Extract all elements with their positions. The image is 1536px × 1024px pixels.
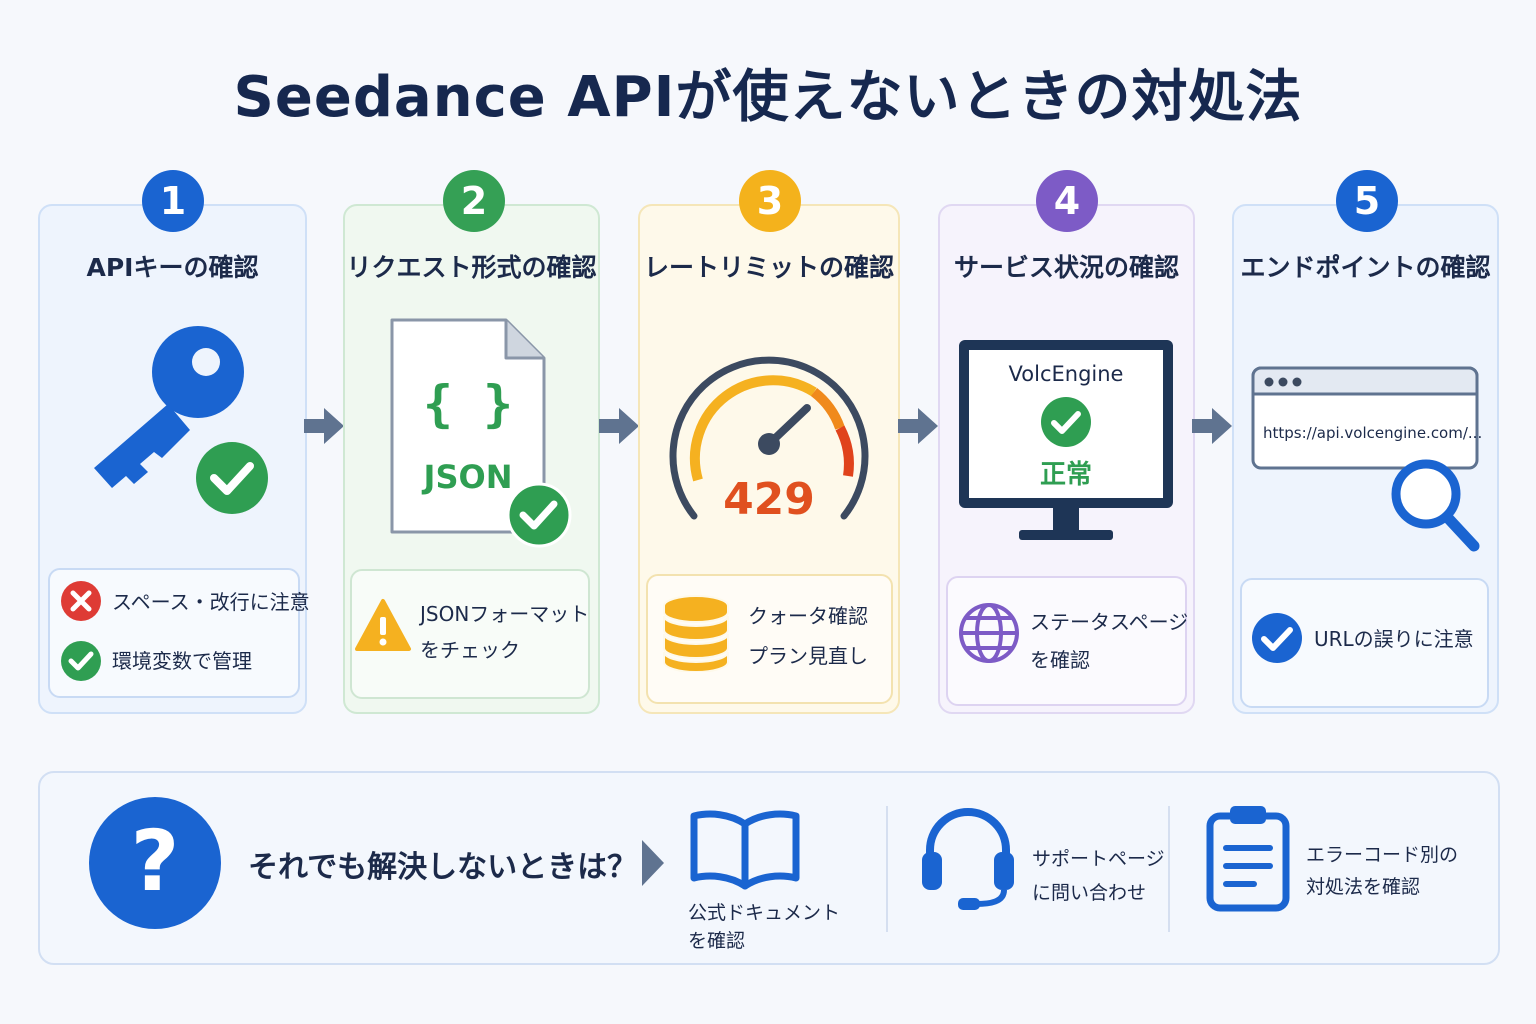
step-4-tip-2: を確認 xyxy=(1030,648,1090,672)
help-support-line-1: サポートページ xyxy=(1032,848,1165,870)
step-3-badge: 3 xyxy=(739,170,801,232)
monitor-status: 正常 xyxy=(1039,460,1092,490)
step-2-tip-1: JSONフォーマット xyxy=(420,602,590,626)
step-3-tip-1: クォータ確認 xyxy=(748,604,868,628)
help-docs-line-1: 公式ドキュメント xyxy=(688,902,841,924)
step-4-badge: 4 xyxy=(1036,170,1098,232)
check-badge-icon xyxy=(506,482,572,548)
monitor-title: VolcEngine xyxy=(1008,362,1124,386)
magnifier-icon xyxy=(1388,456,1484,556)
step-5-tip-1: URLの誤りに注意 xyxy=(1314,627,1474,651)
question-icon: ? xyxy=(88,796,222,930)
step-1-tip-2: 環境変数で管理 xyxy=(112,649,252,673)
step-1-tip-1: スペース・改行に注意 xyxy=(112,590,310,614)
key-icon xyxy=(74,318,274,518)
arrow-right-icon xyxy=(597,404,641,448)
browser-window-icon xyxy=(1251,366,1479,470)
step-4-tip-1: ステータスページ xyxy=(1030,610,1189,634)
step-1-badge: 1 xyxy=(142,170,204,232)
divider xyxy=(1168,806,1170,932)
step-5-badge: 5 xyxy=(1336,170,1398,232)
gauge-value: 429 xyxy=(723,474,815,525)
step-4-title: サービス状況の確認 xyxy=(953,253,1179,282)
step-3-title: レートリミットの確認 xyxy=(643,253,894,282)
page-title: Seedance APIが使えないときの対処法 xyxy=(233,65,1303,130)
arrow-right-icon xyxy=(896,404,940,448)
json-file-icon: { } xyxy=(388,316,548,536)
divider xyxy=(886,806,888,932)
coin-stack-icon xyxy=(662,592,730,672)
arrow-right-icon xyxy=(1190,404,1234,448)
check-icon xyxy=(1251,612,1303,664)
help-errors-line-2: 対処法を確認 xyxy=(1306,876,1421,898)
clipboard-icon xyxy=(1206,802,1290,912)
warning-icon xyxy=(354,597,412,655)
book-icon xyxy=(688,808,802,892)
help-docs-line-2: を確認 xyxy=(688,930,746,952)
endpoint-url: https://api.volcengine.com/... xyxy=(1263,424,1483,442)
step-2-title: リクエスト形式の確認 xyxy=(346,253,597,282)
check-icon xyxy=(60,640,102,682)
svg-text:{ }: { } xyxy=(423,375,513,433)
step-2-tip-2: をチェック xyxy=(420,638,520,662)
check-badge-icon xyxy=(194,440,270,516)
step-2-badge: 2 xyxy=(443,170,505,232)
chevron-right-icon xyxy=(640,838,666,888)
json-file-label: JSON xyxy=(423,458,513,496)
help-question: それでも解決しないときは？ xyxy=(248,850,638,885)
globe-icon xyxy=(958,602,1020,664)
step-5-title: エンドポイントの確認 xyxy=(1240,253,1491,282)
error-x-icon xyxy=(60,580,102,622)
step-1-title: APIキーの確認 xyxy=(86,253,259,282)
step-4-tips xyxy=(946,576,1187,706)
step-3-tip-2: プラン見直し xyxy=(748,644,868,668)
svg-text:?: ? xyxy=(131,812,180,910)
help-support-line-2: に問い合わせ xyxy=(1032,882,1147,904)
headset-icon xyxy=(918,804,1018,910)
help-errors-line-1: エラーコード別の xyxy=(1306,844,1459,866)
arrow-right-icon xyxy=(302,404,346,448)
speedometer-icon xyxy=(664,350,874,525)
check-icon xyxy=(1040,396,1092,448)
